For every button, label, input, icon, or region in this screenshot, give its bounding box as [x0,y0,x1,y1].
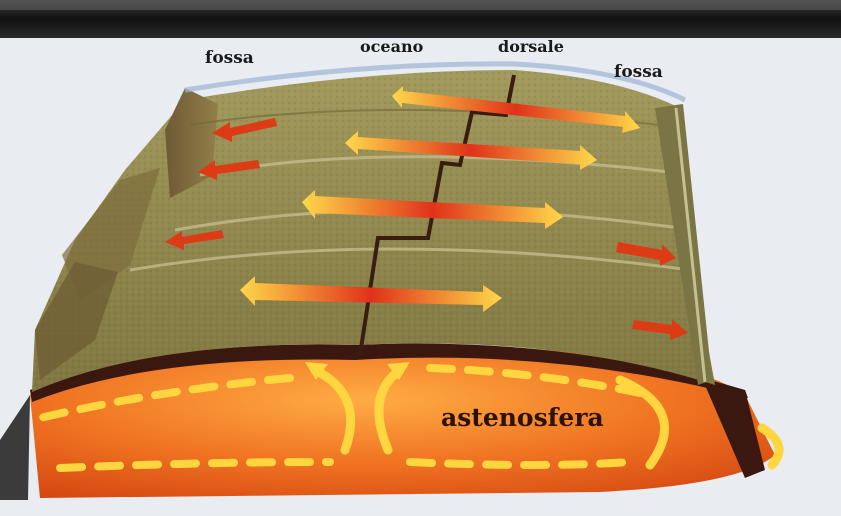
label-dorsale: dorsale [498,37,564,56]
label-fossa-right: fossa [614,62,663,82]
label-fossa-left: fossa [205,48,254,68]
label-oceano: oceano [360,37,423,56]
label-astenosfera: astenosfera [441,403,604,432]
